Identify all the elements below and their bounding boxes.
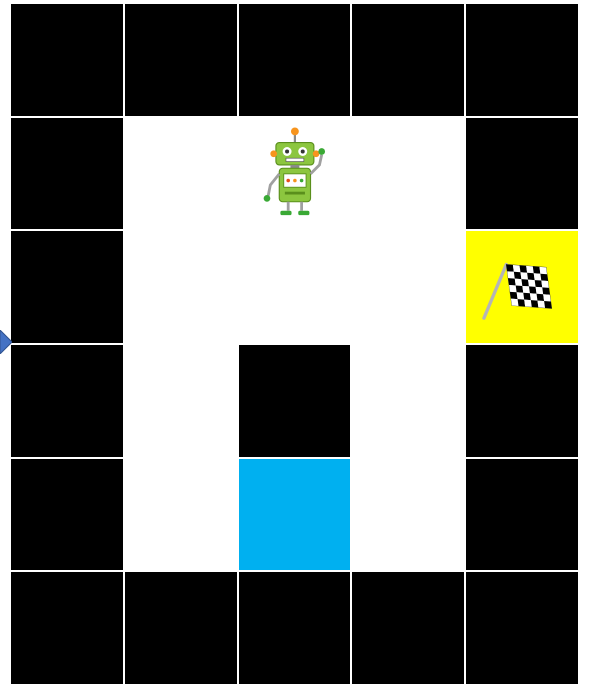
grid-cell-wall [352, 4, 464, 116]
game-board [11, 4, 578, 684]
grid-cell-floor [125, 459, 237, 571]
grid-cell-floor [125, 345, 237, 457]
grid-cell-wall [466, 118, 578, 230]
grid-cell-wall [466, 459, 578, 571]
grid-cell-wall [11, 4, 123, 116]
grid-cell-floor [352, 459, 464, 571]
grid-cell-floor [352, 118, 464, 230]
grid-cell-floor [125, 231, 237, 343]
grid-cell-floor [125, 118, 237, 230]
grid-cell-floor [239, 231, 351, 343]
grid-cell-floor [239, 118, 351, 230]
grid-cell-wall [352, 572, 464, 684]
arrow-right-icon[interactable] [0, 330, 12, 354]
grid-cell-wall [239, 4, 351, 116]
grid-cell-goal [466, 231, 578, 343]
grid-cell-floor [352, 231, 464, 343]
checkered-flag-icon[interactable] [466, 231, 578, 343]
grid-cell-wall [11, 118, 123, 230]
robot-icon[interactable] [239, 118, 351, 230]
grid-cell-wall [125, 572, 237, 684]
grid-cell-wall [11, 459, 123, 571]
grid-cell-wall [466, 345, 578, 457]
grid-cell-wall [11, 345, 123, 457]
grid-cell-wall [239, 345, 351, 457]
grid-cell-water [239, 459, 351, 571]
grid-cell-wall [125, 4, 237, 116]
grid-cell-wall [11, 231, 123, 343]
grid-cell-wall [11, 572, 123, 684]
grid-cell-wall [239, 572, 351, 684]
grid-cell-floor [352, 345, 464, 457]
grid-cell-wall [466, 4, 578, 116]
grid-cell-wall [466, 572, 578, 684]
